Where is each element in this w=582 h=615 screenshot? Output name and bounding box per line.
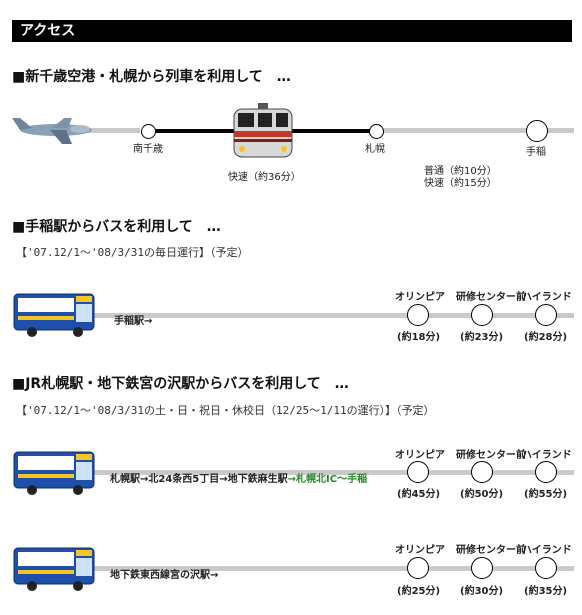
bus3-stop-label-highland: ハイランド (522, 545, 572, 556)
station-label-sapporo: 札幌 (365, 144, 385, 155)
bus2-route: 札幌駅→北24条西5丁目→地下鉄麻生駅→札幌北IC～手稲 (110, 474, 367, 486)
bus1-line (92, 313, 574, 318)
bus2-period: 【'07.12/1～'08/3/31の土・日・祝日・休校日（12/25～1/11… (16, 404, 435, 417)
page-title: アクセス (20, 23, 76, 39)
bus2-route-b: →札幌北IC～手稲 (287, 474, 368, 485)
bus2-stop-kenshu (471, 461, 493, 483)
bus2-stop-highland (535, 461, 557, 483)
bus-icon (13, 547, 95, 591)
bus2-time-highland: (約55分) (524, 489, 568, 500)
bus3-stop-highland (535, 557, 557, 579)
bus2-route-a: 札幌駅→北24条西5丁目→地下鉄麻生駅 (110, 474, 288, 485)
station-label-minami-chitose: 南千歳 (133, 144, 163, 155)
bus-icon (13, 451, 95, 495)
bus3-line (92, 566, 574, 571)
train-note-rapid: 快速（約36分） (228, 172, 301, 183)
train-line-end (378, 128, 574, 133)
bus2-time-kenshu: (約50分) (460, 489, 504, 500)
bus1-time-kenshu: (約23分) (460, 332, 504, 343)
bus3-route: 地下鉄東西線宮の沢駅→ (110, 570, 219, 581)
bus2-time-olympia: (約45分) (397, 489, 441, 500)
bus2-stop-label-kenshu: 研修センター前 (456, 450, 526, 461)
station-minami-chitose (141, 124, 156, 139)
bus2-stop-olympia (407, 461, 429, 483)
bus2-stop-label-olympia: オリンピア (395, 450, 445, 461)
bus2-line (92, 470, 574, 475)
bus1-route: 手稲駅→ (114, 316, 153, 327)
bus3-time-highland: (約35分) (524, 586, 568, 597)
bus2-stop-label-highland: ハイランド (522, 450, 572, 461)
station-label-teine: 手稲 (526, 147, 546, 158)
bus1-section-title: ■手稲駅からバスを利用して … (12, 219, 221, 235)
bus1-stop-olympia (407, 304, 429, 326)
train-note-local: 普通（約10分） (424, 166, 497, 177)
bus1-time-olympia: (約18分) (397, 332, 441, 343)
bus2-section-title: ■JR札幌駅・地下鉄宮の沢駅からバスを利用して … (12, 376, 349, 392)
bus3-time-olympia: (約25分) (397, 586, 441, 597)
bus1-time-highland: (約28分) (524, 332, 568, 343)
bus1-stop-label-olympia: オリンピア (395, 292, 445, 303)
bus1-stop-kenshu (471, 304, 493, 326)
bus3-stop-kenshu (471, 557, 493, 579)
bus-icon (13, 293, 95, 337)
bus3-time-kenshu: (約30分) (460, 586, 504, 597)
section-header-bar (12, 20, 572, 42)
bus3-stop-olympia (407, 557, 429, 579)
bus3-stop-label-kenshu: 研修センター前 (456, 545, 526, 556)
train-line-start (80, 128, 140, 133)
train-note-rapid2: 快速（約15分） (424, 178, 497, 189)
bus3-stop-label-olympia: オリンピア (395, 545, 445, 556)
train-section-title: ■新千歳空港・札幌から列車を利用して … (12, 69, 291, 85)
bus1-stop-highland (535, 304, 557, 326)
bus1-stop-label-kenshu: 研修センター前 (456, 292, 526, 303)
train-icon (233, 103, 293, 158)
station-teine (526, 120, 548, 142)
airplane-icon (12, 118, 92, 144)
station-sapporo (369, 124, 384, 139)
bus1-period: 【'07.12/1～'08/3/31の毎日運行】（予定） (16, 246, 249, 259)
bus1-stop-label-highland: ハイランド (522, 292, 572, 303)
